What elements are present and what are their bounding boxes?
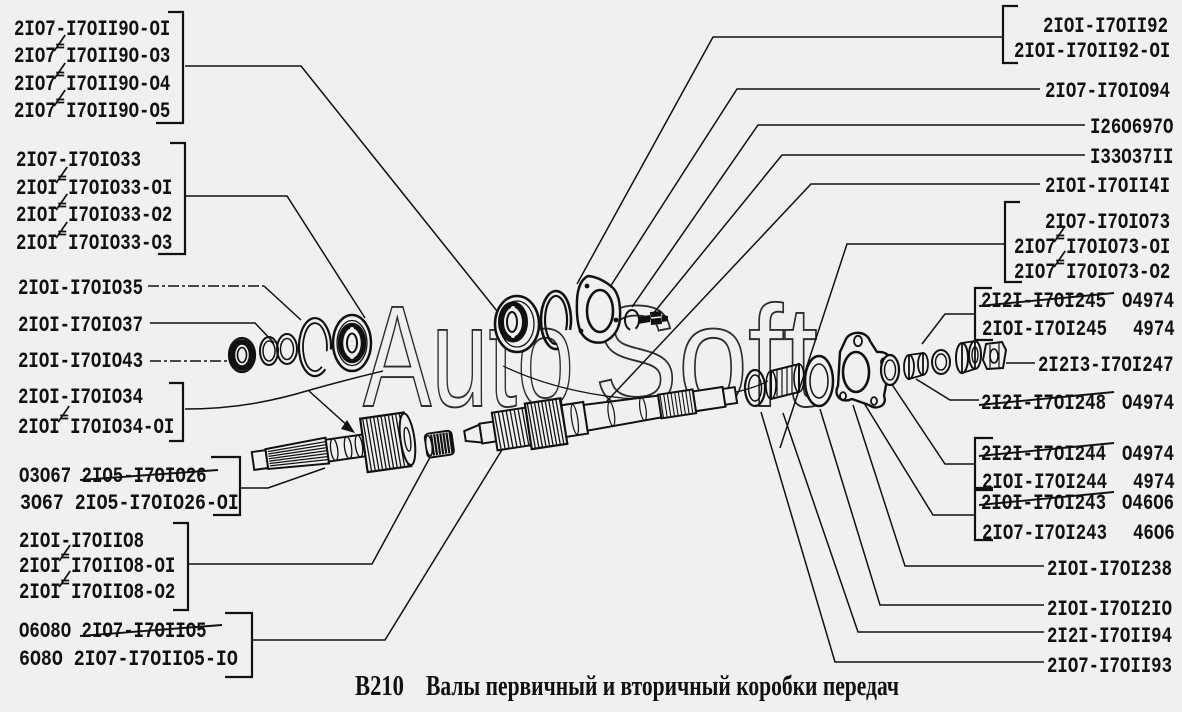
- svg-text:2IO7 I7OIO73-O2: 2IO7 I7OIO73-O2: [1014, 260, 1170, 285]
- svg-text:2IOI I7OIIO8-O2: 2IOI I7OIIO8-O2: [19, 580, 175, 605]
- svg-text:Валы первичный и вторичный кор: Валы первичный и вторичный коробки перед…: [426, 671, 899, 702]
- svg-text:O4974: O4974: [1122, 391, 1174, 416]
- svg-text:2IO7-I7OIO33: 2IO7-I7OIO33: [16, 148, 141, 173]
- svg-text:2IO7-I7OII9O-OI: 2IO7-I7OII9O-OI: [14, 17, 170, 42]
- svg-text:2IO7-I7OII93: 2IO7-I7OII93: [1047, 654, 1172, 679]
- svg-text:2IOI I7OIO33-OI: 2IOI I7OIO33-OI: [16, 176, 172, 201]
- svg-text:2IO7 I7OII9O-O3: 2IO7 I7OII9O-O3: [14, 44, 170, 69]
- svg-text:I26O697O: I26O697O: [1090, 115, 1173, 140]
- svg-text:2IO7-I7OIO94: 2IO7-I7OIO94: [1045, 79, 1170, 104]
- svg-text:2IOI-I7OIO35: 2IOI-I7OIO35: [18, 276, 143, 301]
- svg-text:2IOI I7OIO33-O2: 2IOI I7OIO33-O2: [16, 203, 172, 228]
- svg-text:2IOI I7OIO34-OI: 2IOI I7OIO34-OI: [18, 415, 174, 440]
- svg-text:4974: 4974: [1133, 317, 1175, 342]
- svg-text:2IOI-I7OI244: 2IOI-I7OI244: [982, 470, 1107, 495]
- svg-text:2IOI-I7OII92: 2IOI-I7OII92: [1043, 14, 1168, 39]
- svg-text:6O8O 2IO7-I7OIIO5-IO: 6O8O 2IO7-I7OIIO5-IO: [19, 647, 238, 672]
- svg-text:2I2I3-I7OI247: 2I2I3-I7OI247: [1038, 353, 1174, 378]
- svg-text:3O67 2IO5-I7OIO26-OI: 3O67 2IO5-I7OIO26-OI: [20, 491, 239, 516]
- svg-text:2IOI-I7OIO37: 2IOI-I7OIO37: [18, 313, 143, 338]
- svg-text:2IOI-I7OI2IO: 2IOI-I7OI2IO: [1047, 597, 1172, 622]
- svg-text:2IOI-I7OI238: 2IOI-I7OI238: [1047, 557, 1172, 582]
- svg-text:2IOI-I7OIIO8: 2IOI-I7OIIO8: [19, 529, 144, 554]
- svg-text:O3O67 2IO5-I7OIO26: O3O67 2IO5-I7OIO26: [19, 464, 207, 489]
- svg-text:I33O37II: I33O37II: [1090, 145, 1173, 170]
- svg-text:2IOI-I7OI245: 2IOI-I7OI245: [982, 317, 1107, 342]
- svg-text:2IO7 I7OIO73-OI: 2IO7 I7OIO73-OI: [1014, 235, 1170, 260]
- svg-text:2IOI I7OIIO8-OI: 2IOI I7OIIO8-OI: [19, 554, 175, 579]
- svg-text:2IOI-I7OII92-OI: 2IOI-I7OII92-OI: [1014, 39, 1170, 64]
- svg-text:O4974: O4974: [1122, 442, 1174, 467]
- svg-text:2IO7-I7OI243: 2IO7-I7OI243: [982, 521, 1107, 546]
- svg-text:2IOI-I7OIO34: 2IOI-I7OIO34: [18, 385, 143, 410]
- svg-text:2IO7 I7OII9O-O4: 2IO7 I7OII9O-O4: [14, 72, 170, 97]
- svg-text:O46O6: O46O6: [1122, 491, 1174, 516]
- svg-text:2IO7 I7OII9O-O5: 2IO7 I7OII9O-O5: [14, 99, 170, 124]
- svg-text:2IOI-I7OII4I: 2IOI-I7OII4I: [1045, 174, 1170, 199]
- svg-text:O4974: O4974: [1122, 289, 1174, 314]
- svg-text:2I2I-I7OII94: 2I2I-I7OII94: [1047, 624, 1172, 649]
- svg-text:В210: В210: [355, 671, 404, 702]
- svg-text:2IO7-I7OIO73: 2IO7-I7OIO73: [1045, 210, 1170, 235]
- svg-text:O6O8O 2IO7-I7OIIO5: O6O8O 2IO7-I7OIIO5: [19, 619, 207, 644]
- svg-text:2IOI I7OIO33-O3: 2IOI I7OIO33-O3: [16, 231, 172, 256]
- svg-text:2I2I-I7OI245: 2I2I-I7OI245: [981, 289, 1106, 314]
- svg-text:2IOI-I7OIO43: 2IOI-I7OIO43: [18, 349, 143, 374]
- svg-text:46O6: 46O6: [1133, 521, 1175, 546]
- svg-text:4974: 4974: [1133, 470, 1175, 495]
